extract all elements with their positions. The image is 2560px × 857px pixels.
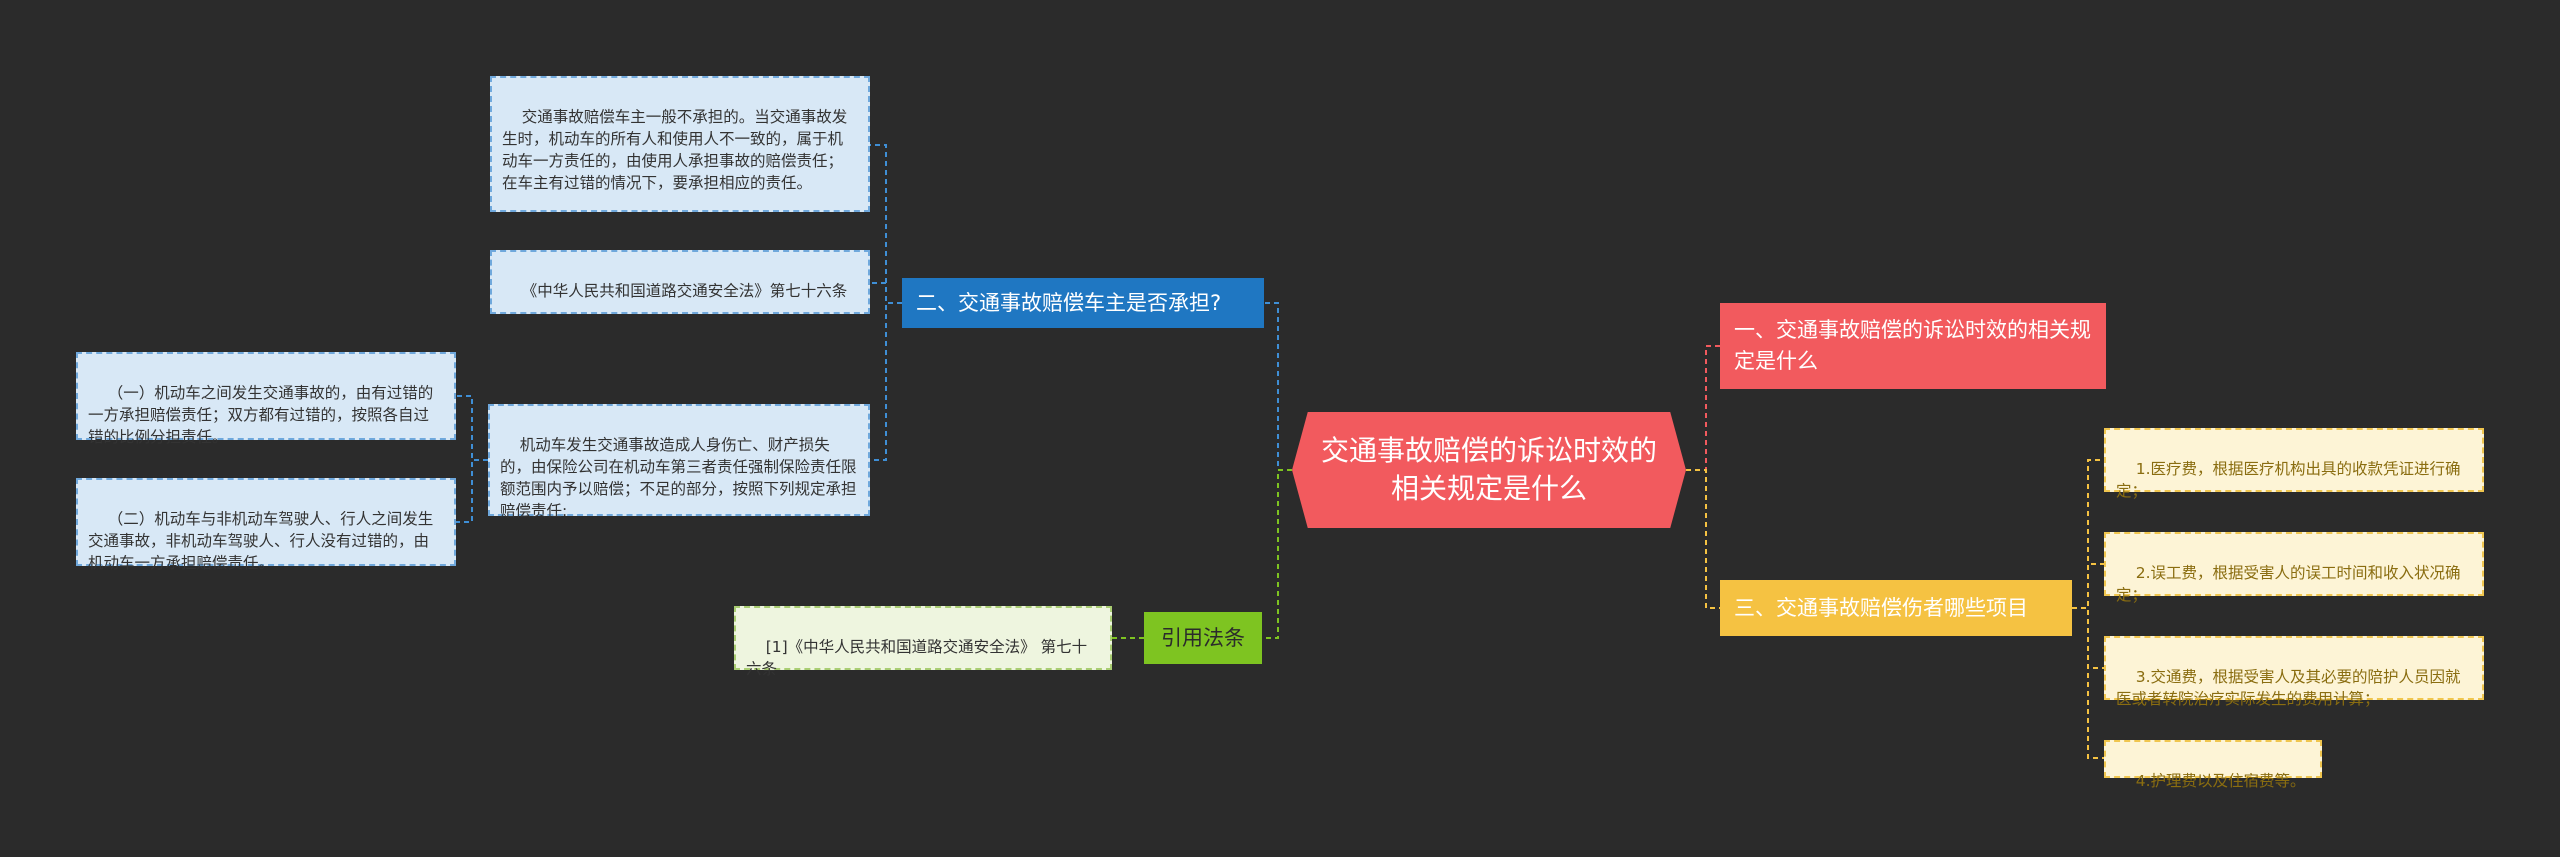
branch-statute-of-limitations[interactable]: 一、交通事故赔偿的诉讼时效的相关规定是什么 bbox=[1720, 303, 2106, 389]
leaf-text: （一）机动车之间发生交通事故的，由有过错的一方承担赔偿责任；双方都有过错的，按照… bbox=[88, 384, 434, 446]
leaf-nursing-and-lodging[interactable]: 4.护理费以及住宿费等。 bbox=[2104, 740, 2322, 790]
leaf-text: 4.护理费以及住宿费等。 bbox=[2135, 772, 2306, 790]
branch-label: 三、交通事故赔偿伤者哪些项目 bbox=[1734, 595, 2028, 620]
leaf-owner-not-liable[interactable]: 交通事故赔偿车主一般不承担的。当交通事故发生时，机动车的所有人和使用人不一致的，… bbox=[490, 76, 870, 212]
leaf-lost-wages[interactable]: 2.误工费，根据受害人的误工时间和收入状况确定； bbox=[2104, 532, 2484, 604]
leaf-text: 3.交通费，根据受害人及其必要的陪护人员因就医或者转院治疗实际发生的费用计算； bbox=[2116, 668, 2461, 708]
link-c3-d2 bbox=[456, 459, 488, 523]
link-root-b2 bbox=[1264, 302, 1292, 471]
link-root-b4 bbox=[1262, 469, 1292, 639]
leaf-insurance-compensation[interactable]: 机动车发生交通事故造成人身伤亡、财产损失的，由保险公司在机动车第三者责任强制保险… bbox=[488, 404, 870, 520]
leaf-transportation-expenses[interactable]: 3.交通费，根据受害人及其必要的陪护人员因就医或者转院治疗实际发生的费用计算； bbox=[2104, 636, 2484, 708]
link-root-b3 bbox=[1686, 469, 1720, 609]
branch-owner-liability[interactable]: 二、交通事故赔偿车主是否承担? bbox=[902, 278, 1264, 328]
root-topic[interactable]: 交通事故赔偿的诉讼时效的相关规定是什么 bbox=[1292, 412, 1686, 528]
leaf-vehicle-vs-vehicle[interactable]: （一）机动车之间发生交通事故的，由有过错的一方承担赔偿责任；双方都有过错的，按照… bbox=[76, 352, 456, 446]
link-b2-c2 bbox=[870, 282, 902, 304]
leaf-text: 机动车发生交通事故造成人身伤亡、财产损失的，由保险公司在机动车第三者责任强制保险… bbox=[500, 436, 857, 520]
root-title: 交通事故赔偿的诉讼时效的相关规定是什么 bbox=[1320, 434, 1657, 505]
leaf-law-article-76[interactable]: 《中华人民共和国道路交通安全法》第七十六条 bbox=[490, 250, 870, 314]
branch-label: 引用法条 bbox=[1161, 625, 1245, 650]
leaf-text: 1.医疗费，根据医疗机构出具的收款凭证进行确定； bbox=[2116, 460, 2461, 500]
leaf-text: （二）机动车与非机动车驾驶人、行人之间发生交通事故，非机动车驾驶人、行人没有过错… bbox=[88, 510, 434, 572]
link-b3-e1 bbox=[2072, 459, 2104, 609]
leaf-medical-expenses[interactable]: 1.医疗费，根据医疗机构出具的收款凭证进行确定； bbox=[2104, 428, 2484, 500]
leaf-text: 《中华人民共和国道路交通安全法》第七十六条 bbox=[521, 282, 848, 300]
leaf-text: 交通事故赔偿车主一般不承担的。当交通事故发生时，机动车的所有人和使用人不一致的，… bbox=[502, 108, 848, 192]
branch-label: 二、交通事故赔偿车主是否承担? bbox=[916, 290, 1222, 315]
link-b2-c1 bbox=[870, 144, 902, 304]
leaf-text: [1]《中华人民共和国道路交通安全法》 第七十六条 bbox=[746, 638, 1088, 678]
link-c3-d1 bbox=[456, 395, 488, 461]
link-b3-e4 bbox=[2072, 607, 2104, 759]
branch-cited-law[interactable]: 引用法条 bbox=[1144, 612, 1262, 664]
link-b2-c3 bbox=[870, 302, 902, 461]
leaf-cited-law-reference[interactable]: [1]《中华人民共和国道路交通安全法》 第七十六条 bbox=[734, 606, 1112, 678]
link-b3-e2 bbox=[2072, 563, 2104, 609]
branch-compensation-items[interactable]: 三、交通事故赔偿伤者哪些项目 bbox=[1720, 580, 2072, 636]
leaf-text: 2.误工费，根据受害人的误工时间和收入状况确定； bbox=[2116, 564, 2461, 604]
link-root-b1 bbox=[1686, 345, 1720, 471]
branch-label: 一、交通事故赔偿的诉讼时效的相关规定是什么 bbox=[1734, 318, 2091, 373]
leaf-vehicle-vs-pedestrian[interactable]: （二）机动车与非机动车驾驶人、行人之间发生交通事故，非机动车驾驶人、行人没有过错… bbox=[76, 478, 456, 572]
